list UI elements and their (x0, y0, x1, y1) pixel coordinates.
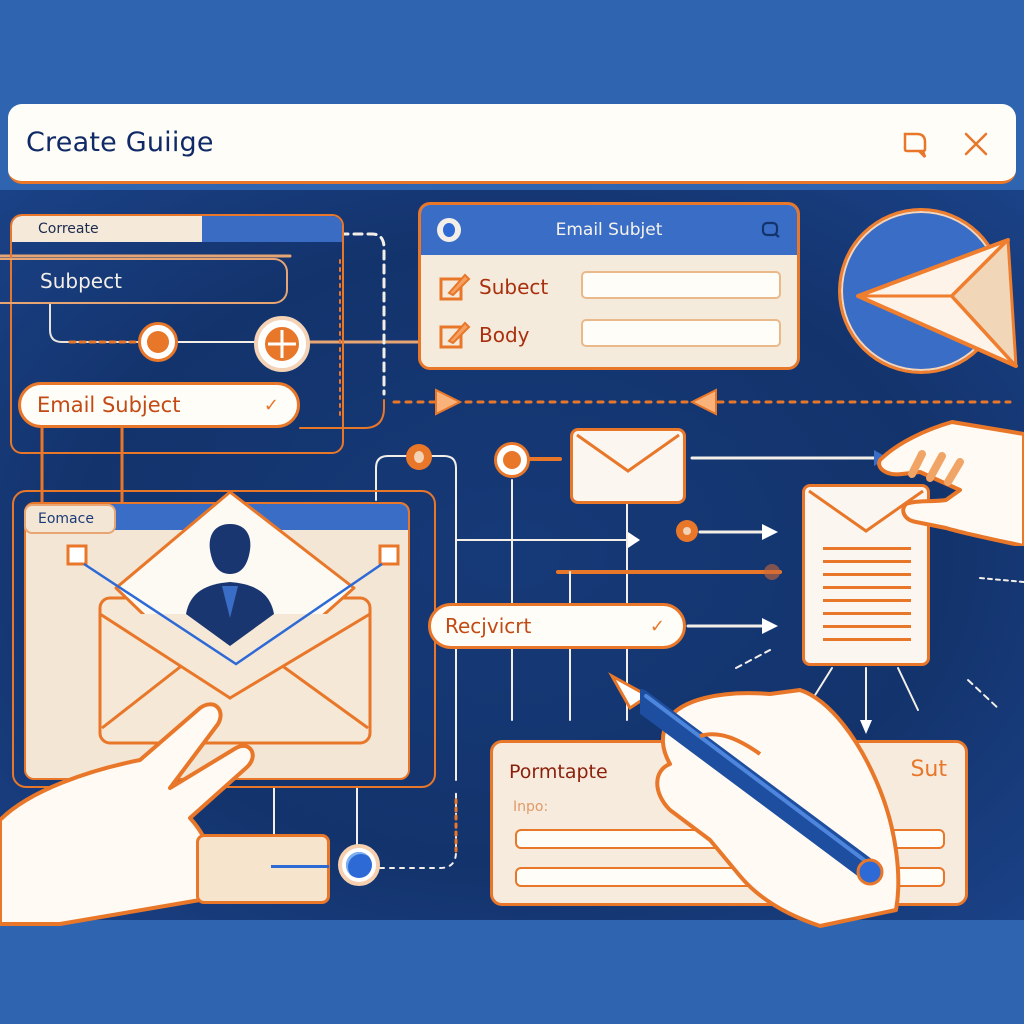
compose-settings-panel (10, 214, 344, 454)
progress-line (271, 865, 329, 868)
close-icon (964, 132, 988, 156)
compose-tab[interactable]: Eomace (24, 504, 116, 534)
body-input[interactable] (581, 319, 781, 347)
node-dot-icon (147, 331, 169, 353)
compose-settings-tab[interactable]: Correate (12, 216, 202, 242)
compose-settings-header-bar (202, 216, 342, 242)
doc-text-line (823, 612, 911, 615)
radio-icon[interactable] (437, 218, 461, 242)
body-row: Body (439, 319, 530, 351)
chat-button[interactable] (898, 126, 934, 162)
email-subject-dropdown[interactable]: Email Subject ✓ (18, 382, 300, 428)
doc-text-line (823, 560, 911, 563)
doc-text-line (823, 573, 911, 576)
send-arrow-icon (856, 238, 1018, 368)
app-title-bar: Create Guiige (8, 104, 1016, 184)
hand-holding-pen-illustration (640, 688, 901, 928)
connector-node[interactable] (406, 444, 432, 470)
email-subject-form: Email Subjet Subect Body (418, 202, 800, 370)
check-icon: ✓ (649, 615, 665, 637)
input-label: Inpo: (513, 799, 549, 815)
envelope-icon (576, 433, 680, 473)
subject-input[interactable] (581, 271, 781, 299)
recipient-dropdown[interactable]: Recjvicrt ✓ (428, 603, 686, 649)
add-node-button[interactable] (254, 316, 310, 372)
search-icon[interactable] (761, 221, 781, 239)
connector-node[interactable] (138, 322, 178, 362)
submit-button[interactable]: Sut (910, 757, 947, 782)
blue-connector-node[interactable] (338, 844, 380, 886)
doc-text-line (823, 638, 911, 641)
window-title: Create Guiige (26, 127, 214, 158)
recipient-label: Recjvicrt (445, 614, 532, 638)
check-icon: ✓ (263, 394, 279, 416)
close-button[interactable] (958, 126, 994, 162)
body-label: Body (479, 323, 530, 347)
doc-text-line (823, 599, 911, 602)
email-subject-label: Email Subject (37, 393, 181, 417)
subject-field[interactable]: Subpect (0, 258, 288, 304)
prompt-title: Pormtapte (509, 761, 608, 783)
compose-settings-header: Correate (12, 216, 342, 242)
doc-text-line (823, 547, 911, 550)
edit-checkbox-icon[interactable] (439, 271, 471, 303)
attachment-card[interactable] (196, 834, 330, 904)
subject-row: Subect (439, 271, 548, 303)
email-message-node[interactable] (570, 428, 686, 504)
edit-checkbox-icon[interactable] (439, 319, 471, 351)
doc-text-line (823, 586, 911, 589)
connector-node[interactable] (676, 520, 698, 542)
doc-text-line (823, 625, 911, 628)
envelope-with-person-icon (66, 490, 400, 745)
crosshair-plus-icon (265, 327, 299, 361)
connector-node[interactable] (494, 442, 530, 478)
email-form-header: Email Subjet (421, 205, 797, 255)
hand-illustration-right (877, 420, 1024, 546)
subject-label: Subect (479, 275, 549, 299)
email-form-title: Email Subjet (555, 220, 663, 240)
chat-icon (903, 132, 927, 158)
